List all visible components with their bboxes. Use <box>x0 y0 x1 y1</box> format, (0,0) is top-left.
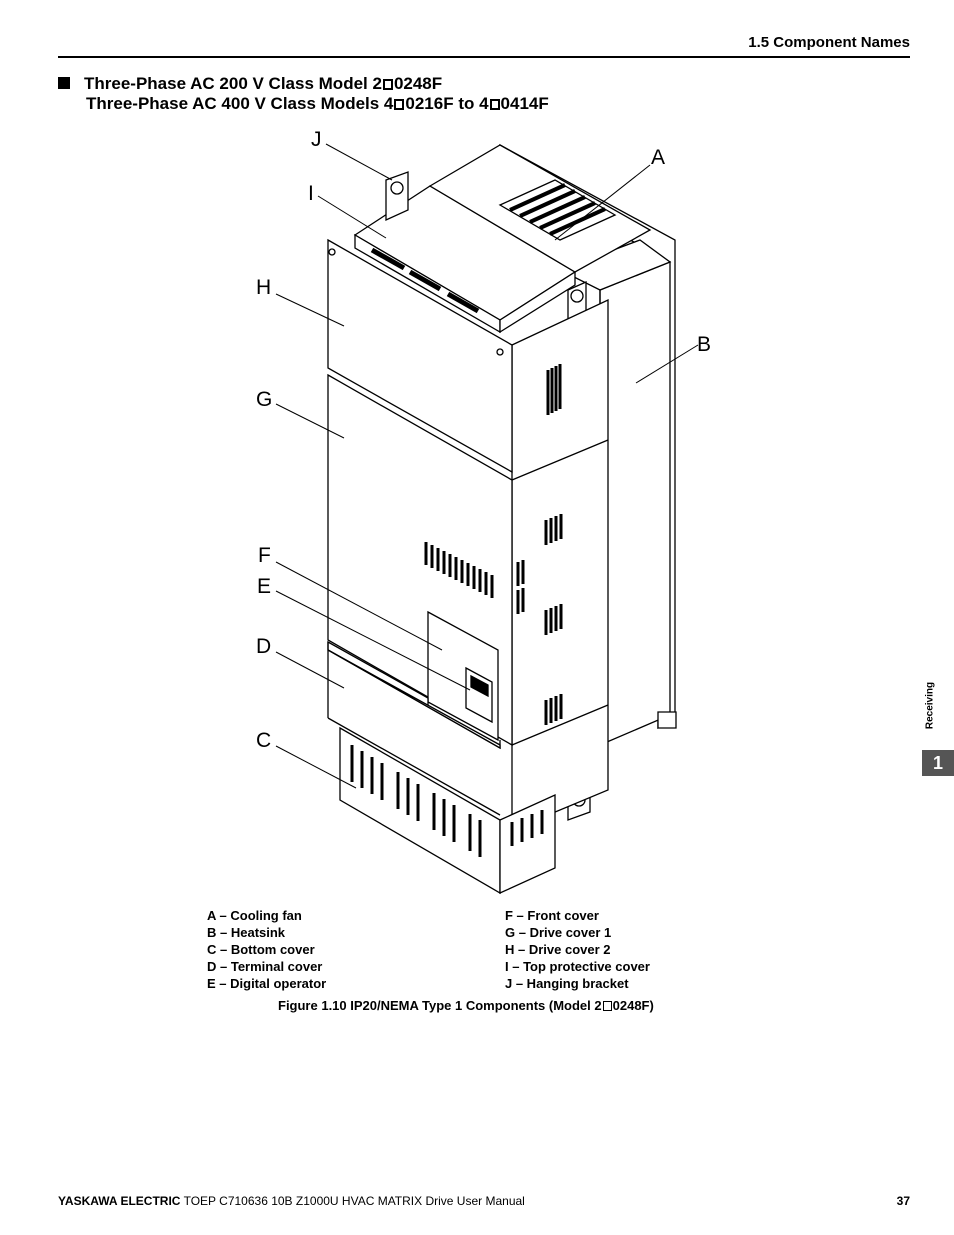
heatsink <box>499 143 677 746</box>
digital-operator <box>465 666 493 724</box>
bullet-square-icon <box>58 77 70 89</box>
legend-item: I – Top protective cover <box>505 959 650 974</box>
heading-line2-mid: 0216F to 4 <box>405 94 489 113</box>
placeholder-box-icon <box>382 79 393 90</box>
section-title: 1.5 Component Names <box>748 34 910 51</box>
placeholder-box-icon <box>602 1001 612 1011</box>
figure-caption: Figure 1.10 IP20/NEMA Type 1 Components … <box>278 998 654 1013</box>
section-header: 1.5 Component Names <box>58 34 910 58</box>
callout-h: H <box>256 276 272 299</box>
legend-left: A – Cooling fan B – Heatsink C – Bottom … <box>207 907 326 992</box>
legend-item: B – Heatsink <box>207 925 286 940</box>
legend-item: H – Drive cover 2 <box>505 942 611 957</box>
heading-line2-suffix: 0414F <box>500 94 549 113</box>
heading-line2-prefix: Three-Phase AC 400 V Class Models 4 <box>86 94 394 113</box>
footer-doc: TOEP C710636 10B Z1000U HVAC MATRIX Driv… <box>180 1194 525 1208</box>
cooling-fan <box>428 144 652 273</box>
callout-i: I <box>308 182 314 205</box>
callout-e: E <box>257 575 272 598</box>
legend-item: C – Bottom cover <box>207 942 315 957</box>
callout-c: C <box>256 729 272 752</box>
page-footer: YASKAWA ELECTRIC TOEP C710636 10B Z1000U… <box>58 1194 910 1208</box>
side-panel <box>511 298 609 831</box>
placeholder-box-icon <box>489 99 500 110</box>
drive-cover-2 <box>327 238 513 474</box>
callout-g: G <box>256 388 273 411</box>
chapter-tab[interactable]: 1 <box>922 750 954 776</box>
callout-a: A <box>651 146 666 169</box>
caption-suffix: 0248F) <box>612 998 654 1013</box>
placeholder-box-icon <box>394 99 405 110</box>
callout-b: B <box>697 333 712 356</box>
callout-f: F <box>258 544 271 567</box>
legend-item: F – Front cover <box>505 908 599 923</box>
bottom-cover <box>339 726 556 895</box>
legend-item: J – Hanging bracket <box>505 976 629 991</box>
legend-item: E – Digital operator <box>207 976 327 991</box>
side-tab-label: Receiving <box>924 681 936 730</box>
legend-item: D – Terminal cover <box>207 959 323 974</box>
heading-line1-suffix: 0248F <box>393 74 443 93</box>
terminal-cover <box>327 640 501 816</box>
leader-lines <box>275 143 699 789</box>
heading-line1-prefix: Three-Phase AC 200 V Class Model 2 <box>84 74 382 93</box>
legend-item: G – Drive cover 1 <box>505 925 612 940</box>
callout-d: D <box>256 635 272 658</box>
heading-line2: Three-Phase AC 400 V Class Models 4 0216F… <box>58 94 549 114</box>
page-number: 37 <box>896 1194 910 1208</box>
callout-j: J <box>311 128 322 151</box>
legend-item: A – Cooling fan <box>207 908 302 923</box>
top-protective-cover <box>353 185 577 334</box>
footer-brand: YASKAWA ELECTRIC <box>58 1194 181 1208</box>
legend-right: F – Front cover G – Drive cover 1 H – Dr… <box>505 907 650 992</box>
caption-prefix: Figure 1.10 IP20/NEMA Type 1 Components … <box>278 998 602 1013</box>
